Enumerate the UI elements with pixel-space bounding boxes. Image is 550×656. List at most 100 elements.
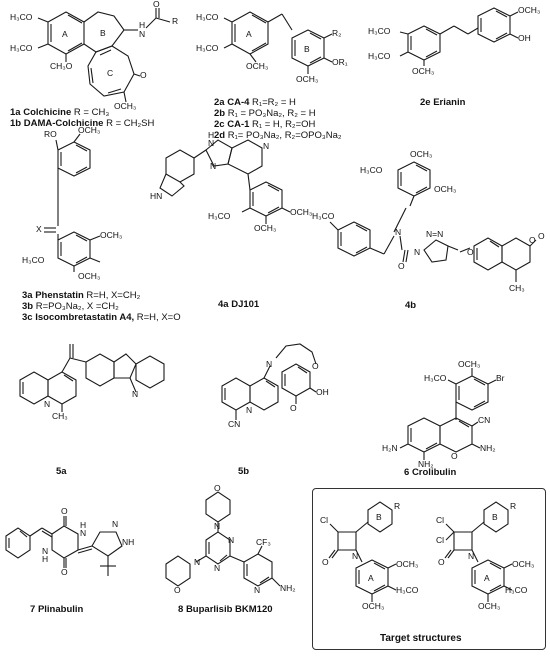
atom-label: CH₃ bbox=[52, 411, 68, 421]
compound-5a-skeleton bbox=[19, 344, 165, 412]
atom-label: Cl bbox=[320, 515, 329, 525]
target-skeletons bbox=[328, 501, 513, 602]
compound-caption-5b: 5b bbox=[238, 466, 250, 477]
atom-label: OCH₃ bbox=[254, 223, 277, 233]
atom-label: OCH₃ bbox=[290, 207, 313, 217]
buparlisib-skeleton bbox=[165, 491, 281, 587]
ring-label: B bbox=[304, 44, 310, 54]
compound-caption-2: 2a CA-4 R₁=R₂ = H 2b R₁ = PO₃Na₂, R₂ = H… bbox=[214, 97, 342, 141]
target-structures-caption: Target structures bbox=[380, 633, 462, 644]
atom-label: OCH₃ bbox=[78, 271, 101, 281]
atom-label: HN bbox=[150, 191, 163, 201]
atom-label: H bbox=[208, 130, 215, 140]
atom-label: H₃CO bbox=[208, 211, 231, 221]
atom-label: Br bbox=[496, 373, 505, 383]
caption-line-1a: 1a Colchicine R = CH₃ bbox=[10, 107, 110, 118]
atom-label: H₃CO bbox=[360, 165, 383, 175]
atom-label: N bbox=[112, 519, 119, 529]
ring-label: A bbox=[62, 29, 68, 39]
compound-caption-1: 1a Colchicine R = CH₃ 1b DAMA-Colchicine… bbox=[10, 107, 154, 129]
atom-label: H₃CO bbox=[396, 585, 419, 595]
atom-label: O bbox=[153, 0, 160, 9]
compound-caption-2e: 2e Erianin bbox=[420, 97, 466, 108]
atom-label: R bbox=[394, 501, 401, 511]
atom-label: N bbox=[395, 227, 402, 237]
atom-label: N bbox=[263, 141, 270, 151]
atom-label: CH₃ bbox=[509, 283, 525, 293]
compound-caption-7: 7 Plinabulin bbox=[30, 604, 84, 615]
atom-label: O bbox=[538, 231, 545, 241]
atom-label: O bbox=[61, 567, 68, 577]
atom-label: N bbox=[228, 535, 235, 545]
atom-label: OCH₃ bbox=[100, 230, 123, 240]
atom-label: O bbox=[312, 361, 319, 371]
atom-label: OH bbox=[518, 33, 531, 43]
caption-line-2a: 2a CA-4 R₁=R₂ = H bbox=[214, 97, 296, 108]
atom-label: CH₃O bbox=[50, 61, 73, 71]
atom-label: H bbox=[42, 554, 49, 564]
atom-label: R bbox=[172, 16, 179, 26]
ca4-skeleton bbox=[223, 11, 333, 74]
compound-4b-skeleton bbox=[329, 161, 537, 282]
atom-label: N bbox=[266, 359, 273, 369]
atom-label: N bbox=[42, 546, 49, 556]
atom-label: R bbox=[510, 501, 517, 511]
atom-label: H₃CO bbox=[368, 26, 391, 36]
atom-label: OH bbox=[316, 387, 329, 397]
atom-label: OCH₃ bbox=[478, 601, 501, 611]
atom-label: H₃CO bbox=[312, 211, 335, 221]
compound-caption-3: 3a Phenstatin R=H, X=CH₂ 3b R=PO₃Na₂, X … bbox=[22, 290, 181, 323]
atom-label: O bbox=[322, 557, 329, 567]
atom-label: H₃CO bbox=[505, 585, 528, 595]
caption-line-2d: 2d R₁= PO₃Na₂, R₂=OPO₃Na₂ bbox=[214, 130, 342, 141]
atom-label: H₂N bbox=[382, 443, 398, 453]
ring-label: A bbox=[368, 573, 374, 583]
ring-label: B bbox=[376, 512, 382, 522]
atom-label: N bbox=[214, 521, 221, 531]
atom-label: N bbox=[194, 557, 201, 567]
atom-label: H₃CO bbox=[10, 43, 33, 53]
atom-label: CN bbox=[228, 419, 241, 429]
atom-label: OCH₃ bbox=[512, 559, 535, 569]
caption-line-1b: 1b DAMA-Colchicine R = CH₂SH bbox=[10, 118, 155, 129]
atom-label: O bbox=[529, 235, 536, 245]
atom-label: O bbox=[290, 403, 297, 413]
compound-caption-4b: 4b bbox=[405, 300, 417, 311]
caption-line-3a: 3a Phenstatin R=H, X=CH₂ bbox=[22, 290, 141, 301]
atom-label: H bbox=[80, 520, 87, 530]
ring-label: A bbox=[246, 29, 252, 39]
atom-label: N bbox=[132, 389, 139, 399]
atom-label: NH₂ bbox=[280, 583, 296, 593]
atom-label: OCH₃ bbox=[114, 101, 137, 111]
ring-label: C bbox=[107, 68, 114, 78]
atom-label: N bbox=[44, 399, 51, 409]
atom-label: H₃CO bbox=[196, 43, 219, 53]
caption-line-2b: 2b R₁ = PO₃Na₂, R₂ = H bbox=[214, 108, 316, 119]
atom-label: OCH₃ bbox=[410, 149, 433, 159]
compound-caption-8: 8 Buparlisib BKM120 bbox=[178, 604, 273, 615]
atom-label: O bbox=[140, 70, 147, 80]
atom-label: OCH₃ bbox=[396, 559, 419, 569]
atom-label: OCH₃ bbox=[296, 74, 319, 84]
erianin-skeleton bbox=[399, 7, 519, 66]
compound-5b-skeleton bbox=[221, 343, 317, 420]
caption-line-2c: 2c CA-1 R₁ = H, R₂=OH bbox=[214, 119, 316, 130]
atom-label: N bbox=[414, 247, 421, 257]
atom-label: O bbox=[467, 247, 474, 257]
atom-label: OCH₃ bbox=[458, 359, 481, 369]
atom-label: OR₁ bbox=[332, 57, 348, 67]
atom-label: OCH₃ bbox=[246, 61, 269, 71]
atom-label: OCH₃ bbox=[412, 66, 435, 76]
ring-label: B bbox=[100, 28, 106, 38]
atom-label: O bbox=[214, 483, 221, 493]
atom-label: N bbox=[254, 585, 261, 595]
atom-label: O bbox=[451, 451, 458, 461]
atom-label: H bbox=[139, 20, 146, 30]
atom-label: OCH₃ bbox=[434, 184, 457, 194]
atom-label: CN bbox=[478, 415, 491, 425]
atom-label: N=N bbox=[426, 229, 444, 239]
atom-label: X bbox=[36, 224, 42, 234]
atom-label: H₃CO bbox=[10, 12, 33, 22]
